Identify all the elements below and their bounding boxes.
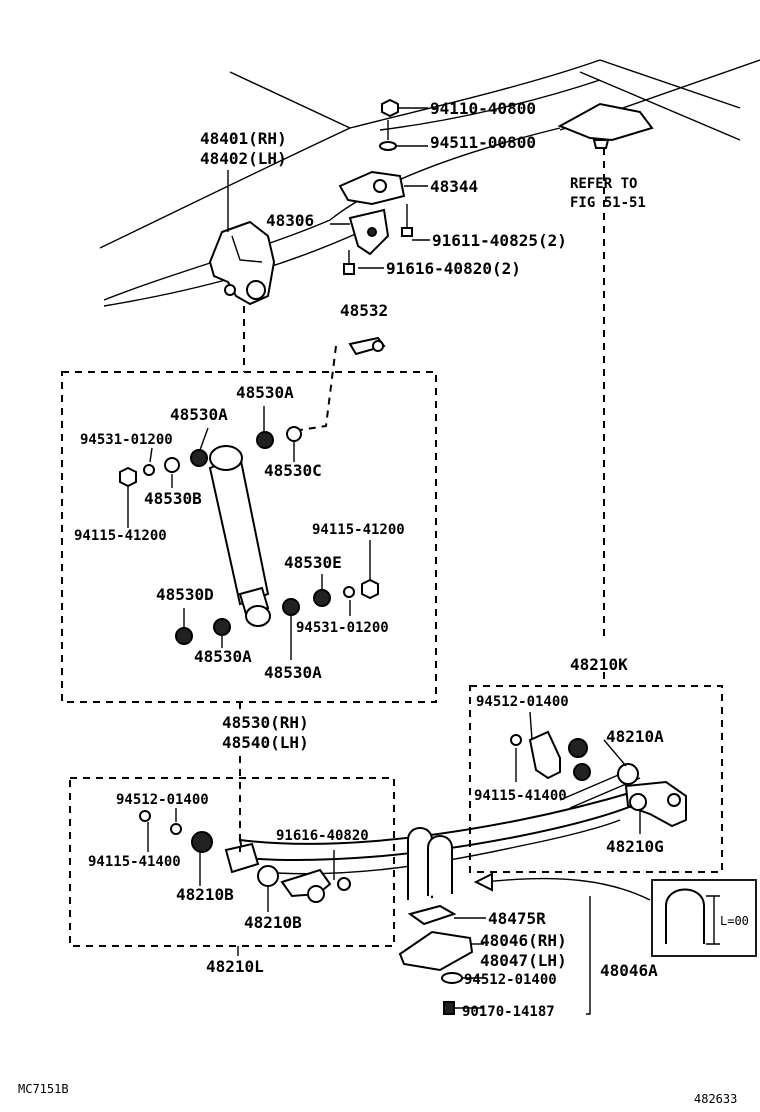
- label-48210b-right[interactable]: 48210B: [244, 913, 302, 932]
- label-91616-40820[interactable]: 91616-40820: [276, 828, 369, 844]
- label-94512-01400-l[interactable]: 94512-01400: [116, 792, 209, 808]
- label-48306[interactable]: 48306: [266, 211, 315, 230]
- u-bolt-detail: [665, 888, 720, 945]
- label-48210b-left[interactable]: 48210B: [176, 885, 234, 904]
- label-48530b[interactable]: 48530B: [144, 489, 202, 508]
- label-48210a[interactable]: 48210A: [606, 727, 664, 746]
- label-48540-lh[interactable]: 48540(LH): [222, 733, 309, 752]
- arrow-to-detail: [483, 877, 651, 901]
- label-48046a[interactable]: 48046A: [600, 961, 658, 980]
- drawing-code-right: 482633: [694, 1092, 738, 1106]
- label-48402-lh[interactable]: 48402(LH): [200, 149, 287, 168]
- label-94512-01400-bottom[interactable]: 94512-01400: [464, 972, 557, 988]
- rear-shackle-group-box: [469, 685, 723, 873]
- dashed-connectors: [239, 148, 605, 852]
- leader-lines: [127, 107, 641, 1015]
- spring-seat-parts: [398, 904, 474, 1015]
- label-94115-41200-left[interactable]: 94115-41200: [74, 528, 167, 544]
- label-94115-41400-k[interactable]: 94115-41400: [474, 788, 567, 804]
- u-bolt-detail-box: [651, 879, 757, 957]
- frame-crossmember-mount: [557, 102, 654, 149]
- vehicle-frame-outline: [99, 59, 760, 307]
- label-48532[interactable]: 48532: [340, 301, 389, 320]
- label-48530a-bottom-left[interactable]: 48530A: [194, 647, 252, 666]
- label-94531-01200-top[interactable]: 94531-01200: [80, 432, 173, 448]
- refer-to-text: REFER TO: [570, 176, 638, 192]
- label-48530c[interactable]: 48530C: [264, 461, 322, 480]
- rear-shackle: [510, 730, 687, 828]
- label-48344[interactable]: 48344: [430, 177, 479, 196]
- label-48046-rh[interactable]: 48046(RH): [480, 931, 567, 950]
- front-hanger-group-box: [69, 777, 395, 947]
- label-91611-40825[interactable]: 91611-40825(2): [432, 231, 567, 250]
- label-94511-00800[interactable]: 94511-00800: [430, 133, 536, 152]
- label-48530a-bottom-right[interactable]: 48530A: [264, 663, 322, 682]
- label-48475r[interactable]: 48475R: [488, 909, 546, 928]
- label-48530d[interactable]: 48530D: [156, 585, 214, 604]
- frame-bracket-48401: [208, 220, 276, 306]
- bolt-91616: [343, 250, 355, 275]
- arrow-head: [473, 872, 493, 892]
- label-48210l[interactable]: 48210L: [206, 957, 264, 976]
- label-48210k[interactable]: 48210K: [570, 655, 628, 674]
- label-48530a-left[interactable]: 48530A: [170, 405, 228, 424]
- washer-94511: [379, 141, 397, 151]
- label-94512-01400-k[interactable]: 94512-01400: [476, 694, 569, 710]
- drawing-code-left: MC7151B: [18, 1082, 69, 1096]
- bracket-48344: [338, 170, 406, 256]
- label-94115-41200-right[interactable]: 94115-41200: [312, 522, 405, 538]
- refer-to-figure[interactable]: FIG 51-51: [570, 195, 646, 211]
- label-48530a-top[interactable]: 48530A: [236, 383, 294, 402]
- label-91616-40820-2[interactable]: 91616-40820(2): [386, 259, 521, 278]
- u-bolts: [407, 827, 453, 900]
- label-48047-lh[interactable]: 48047(LH): [480, 951, 567, 970]
- label-94115-41400-l[interactable]: 94115-41400: [88, 854, 181, 870]
- shock-absorber-group-box: [61, 371, 437, 703]
- shock-absorber: [208, 445, 271, 627]
- bolt-91611: [401, 204, 413, 237]
- label-48210g[interactable]: 48210G: [606, 837, 664, 856]
- dimension-label: L=00: [720, 914, 749, 928]
- label-94110-40800[interactable]: 94110-40800: [430, 99, 536, 118]
- label-90170-14187[interactable]: 90170-14187: [462, 1004, 555, 1020]
- label-48530e[interactable]: 48530E: [284, 553, 342, 572]
- label-48401-rh[interactable]: 48401(RH): [200, 129, 287, 148]
- label-94531-01200-right[interactable]: 94531-01200: [296, 620, 389, 636]
- bushings-and-nuts: [119, 426, 379, 645]
- stud-48532: [348, 336, 386, 356]
- nut-94110: [381, 98, 399, 118]
- label-48530-rh[interactable]: 48530(RH): [222, 713, 309, 732]
